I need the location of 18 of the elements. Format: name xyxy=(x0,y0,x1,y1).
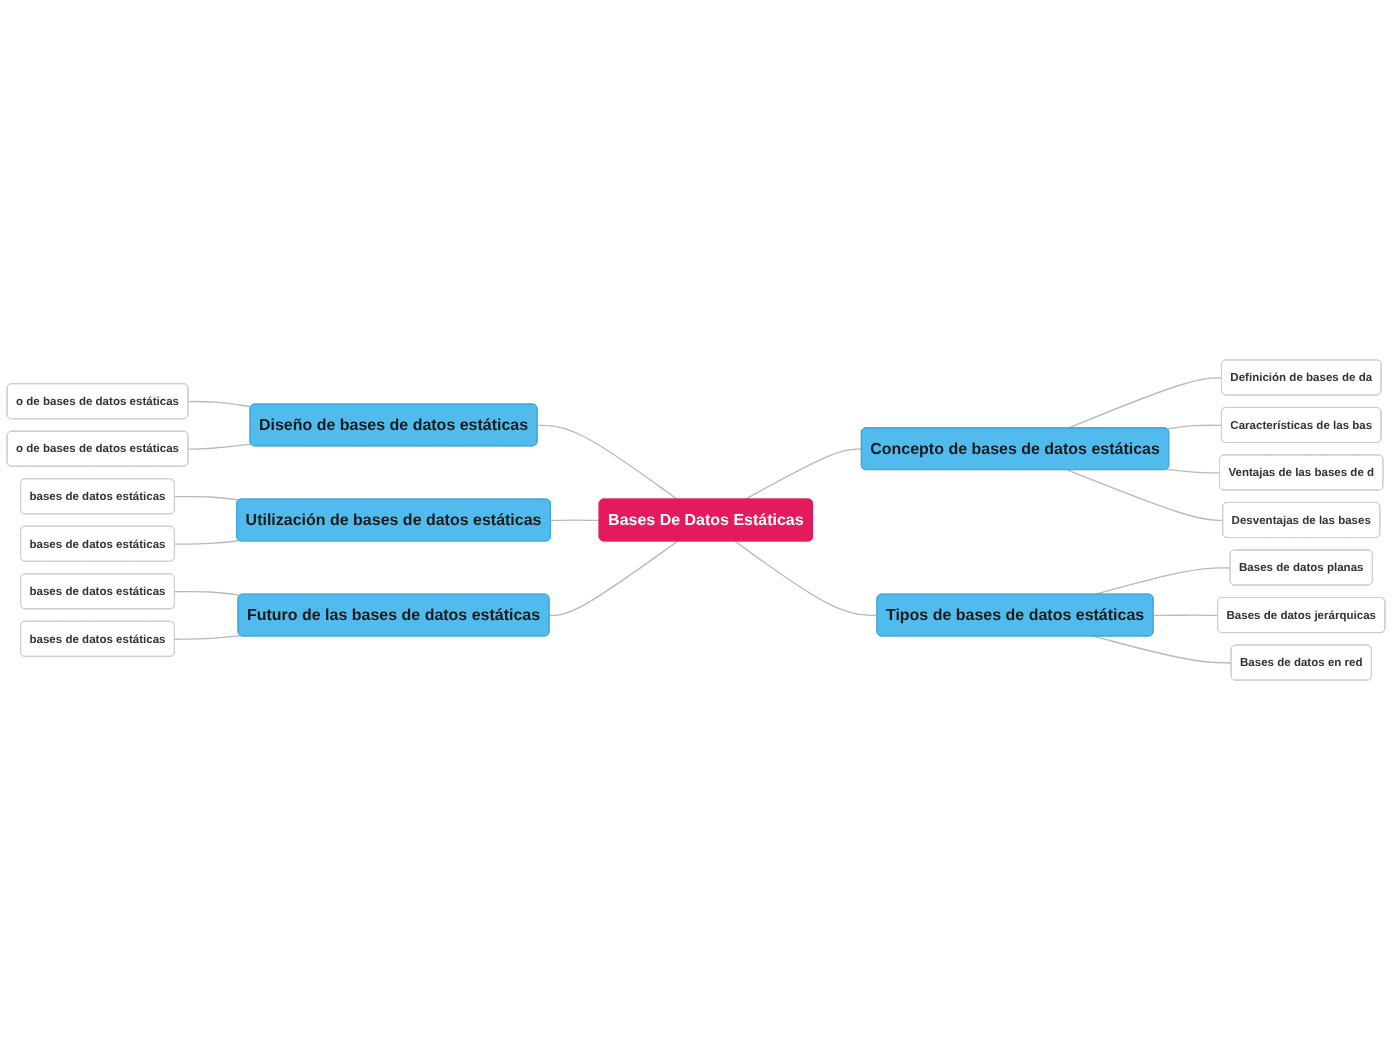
connector-line xyxy=(187,400,252,408)
connector-line xyxy=(1152,614,1219,617)
connector-line xyxy=(1067,377,1223,429)
connector-line xyxy=(1166,468,1221,474)
connector-line xyxy=(1166,424,1223,430)
connector-line xyxy=(1093,635,1233,664)
connector-line xyxy=(174,495,241,501)
connector-line xyxy=(174,590,242,597)
connector-line xyxy=(536,424,679,501)
connector-line xyxy=(548,540,679,617)
connector-line xyxy=(187,443,252,450)
connector-line xyxy=(744,448,863,501)
connector-line xyxy=(1093,567,1232,596)
connector-line xyxy=(174,540,241,545)
connector-line xyxy=(1067,469,1224,522)
connector-line xyxy=(550,519,601,522)
connector-line xyxy=(734,540,879,617)
connector-line xyxy=(174,634,242,640)
